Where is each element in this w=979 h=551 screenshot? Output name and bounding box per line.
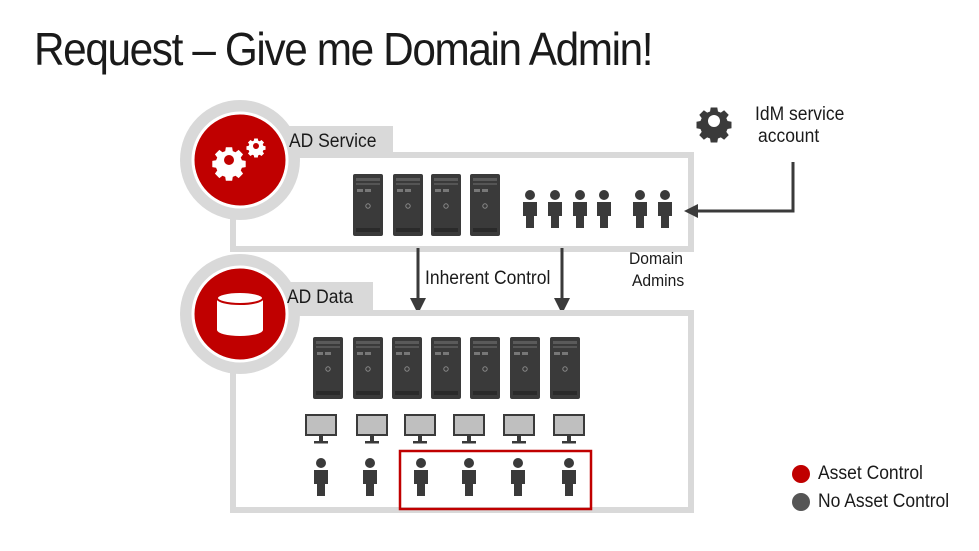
monitor-icon	[553, 414, 585, 444]
server-icon	[352, 173, 384, 237]
ad-data-label: AD Data	[287, 287, 354, 308]
idm-gear-icon	[696, 107, 732, 143]
arrowhead-icon	[554, 298, 570, 314]
person-icon	[314, 458, 328, 496]
asset-control-highlight	[398, 449, 593, 511]
workstation-monitors	[305, 414, 585, 444]
database-icon	[216, 291, 264, 336]
person-icon	[548, 190, 562, 228]
server-icon	[392, 173, 424, 237]
person-icon	[414, 458, 428, 496]
ad-data-servers	[312, 336, 581, 400]
gear-icon	[212, 138, 266, 181]
monitor-icon	[356, 414, 388, 444]
idm-label-line1: IdM service	[755, 104, 845, 125]
server-icon	[352, 336, 384, 400]
server-icon	[430, 173, 462, 237]
server-icon	[509, 336, 541, 400]
server-icon	[430, 336, 462, 400]
server-icon	[391, 336, 423, 400]
person-icon	[363, 458, 377, 496]
ad-service-label: AD Service	[289, 131, 377, 152]
server-icon	[549, 336, 581, 400]
idm-arrowhead	[684, 204, 698, 218]
page-title: Request – Give me Domain Admin!	[34, 23, 654, 75]
legend-dot-no-asset-control	[792, 493, 810, 511]
monitor-icon	[453, 414, 485, 444]
domain-admins-label-line2: Admins	[632, 271, 685, 290]
server-icon	[469, 336, 501, 400]
monitor-icon	[305, 414, 337, 444]
legend-asset-control: Asset Control	[818, 463, 923, 484]
person-icon	[573, 190, 587, 228]
monitor-icon	[404, 414, 436, 444]
arrowhead-icon	[410, 298, 426, 314]
user-people	[314, 458, 576, 496]
person-icon	[597, 190, 611, 228]
server-icon	[469, 173, 501, 237]
ad-service-panel	[230, 152, 694, 252]
person-icon	[562, 458, 576, 496]
legend-dot-asset-control	[792, 465, 810, 483]
person-icon	[658, 190, 672, 228]
person-icon	[523, 190, 537, 228]
person-icon	[633, 190, 647, 228]
inherent-control-arrows	[416, 248, 564, 302]
server-icon	[312, 336, 344, 400]
person-icon	[511, 458, 525, 496]
domain-admin-people	[523, 190, 672, 228]
inherent-control-label: Inherent Control	[425, 268, 551, 289]
idm-arrow	[696, 162, 795, 213]
domain-admins-label-line1: Domain	[629, 249, 683, 268]
monitor-icon	[503, 414, 535, 444]
idm-label-line2: account	[758, 126, 820, 147]
legend-no-asset-control: No Asset Control	[818, 491, 950, 512]
person-icon	[462, 458, 476, 496]
ad-service-servers	[352, 173, 501, 237]
